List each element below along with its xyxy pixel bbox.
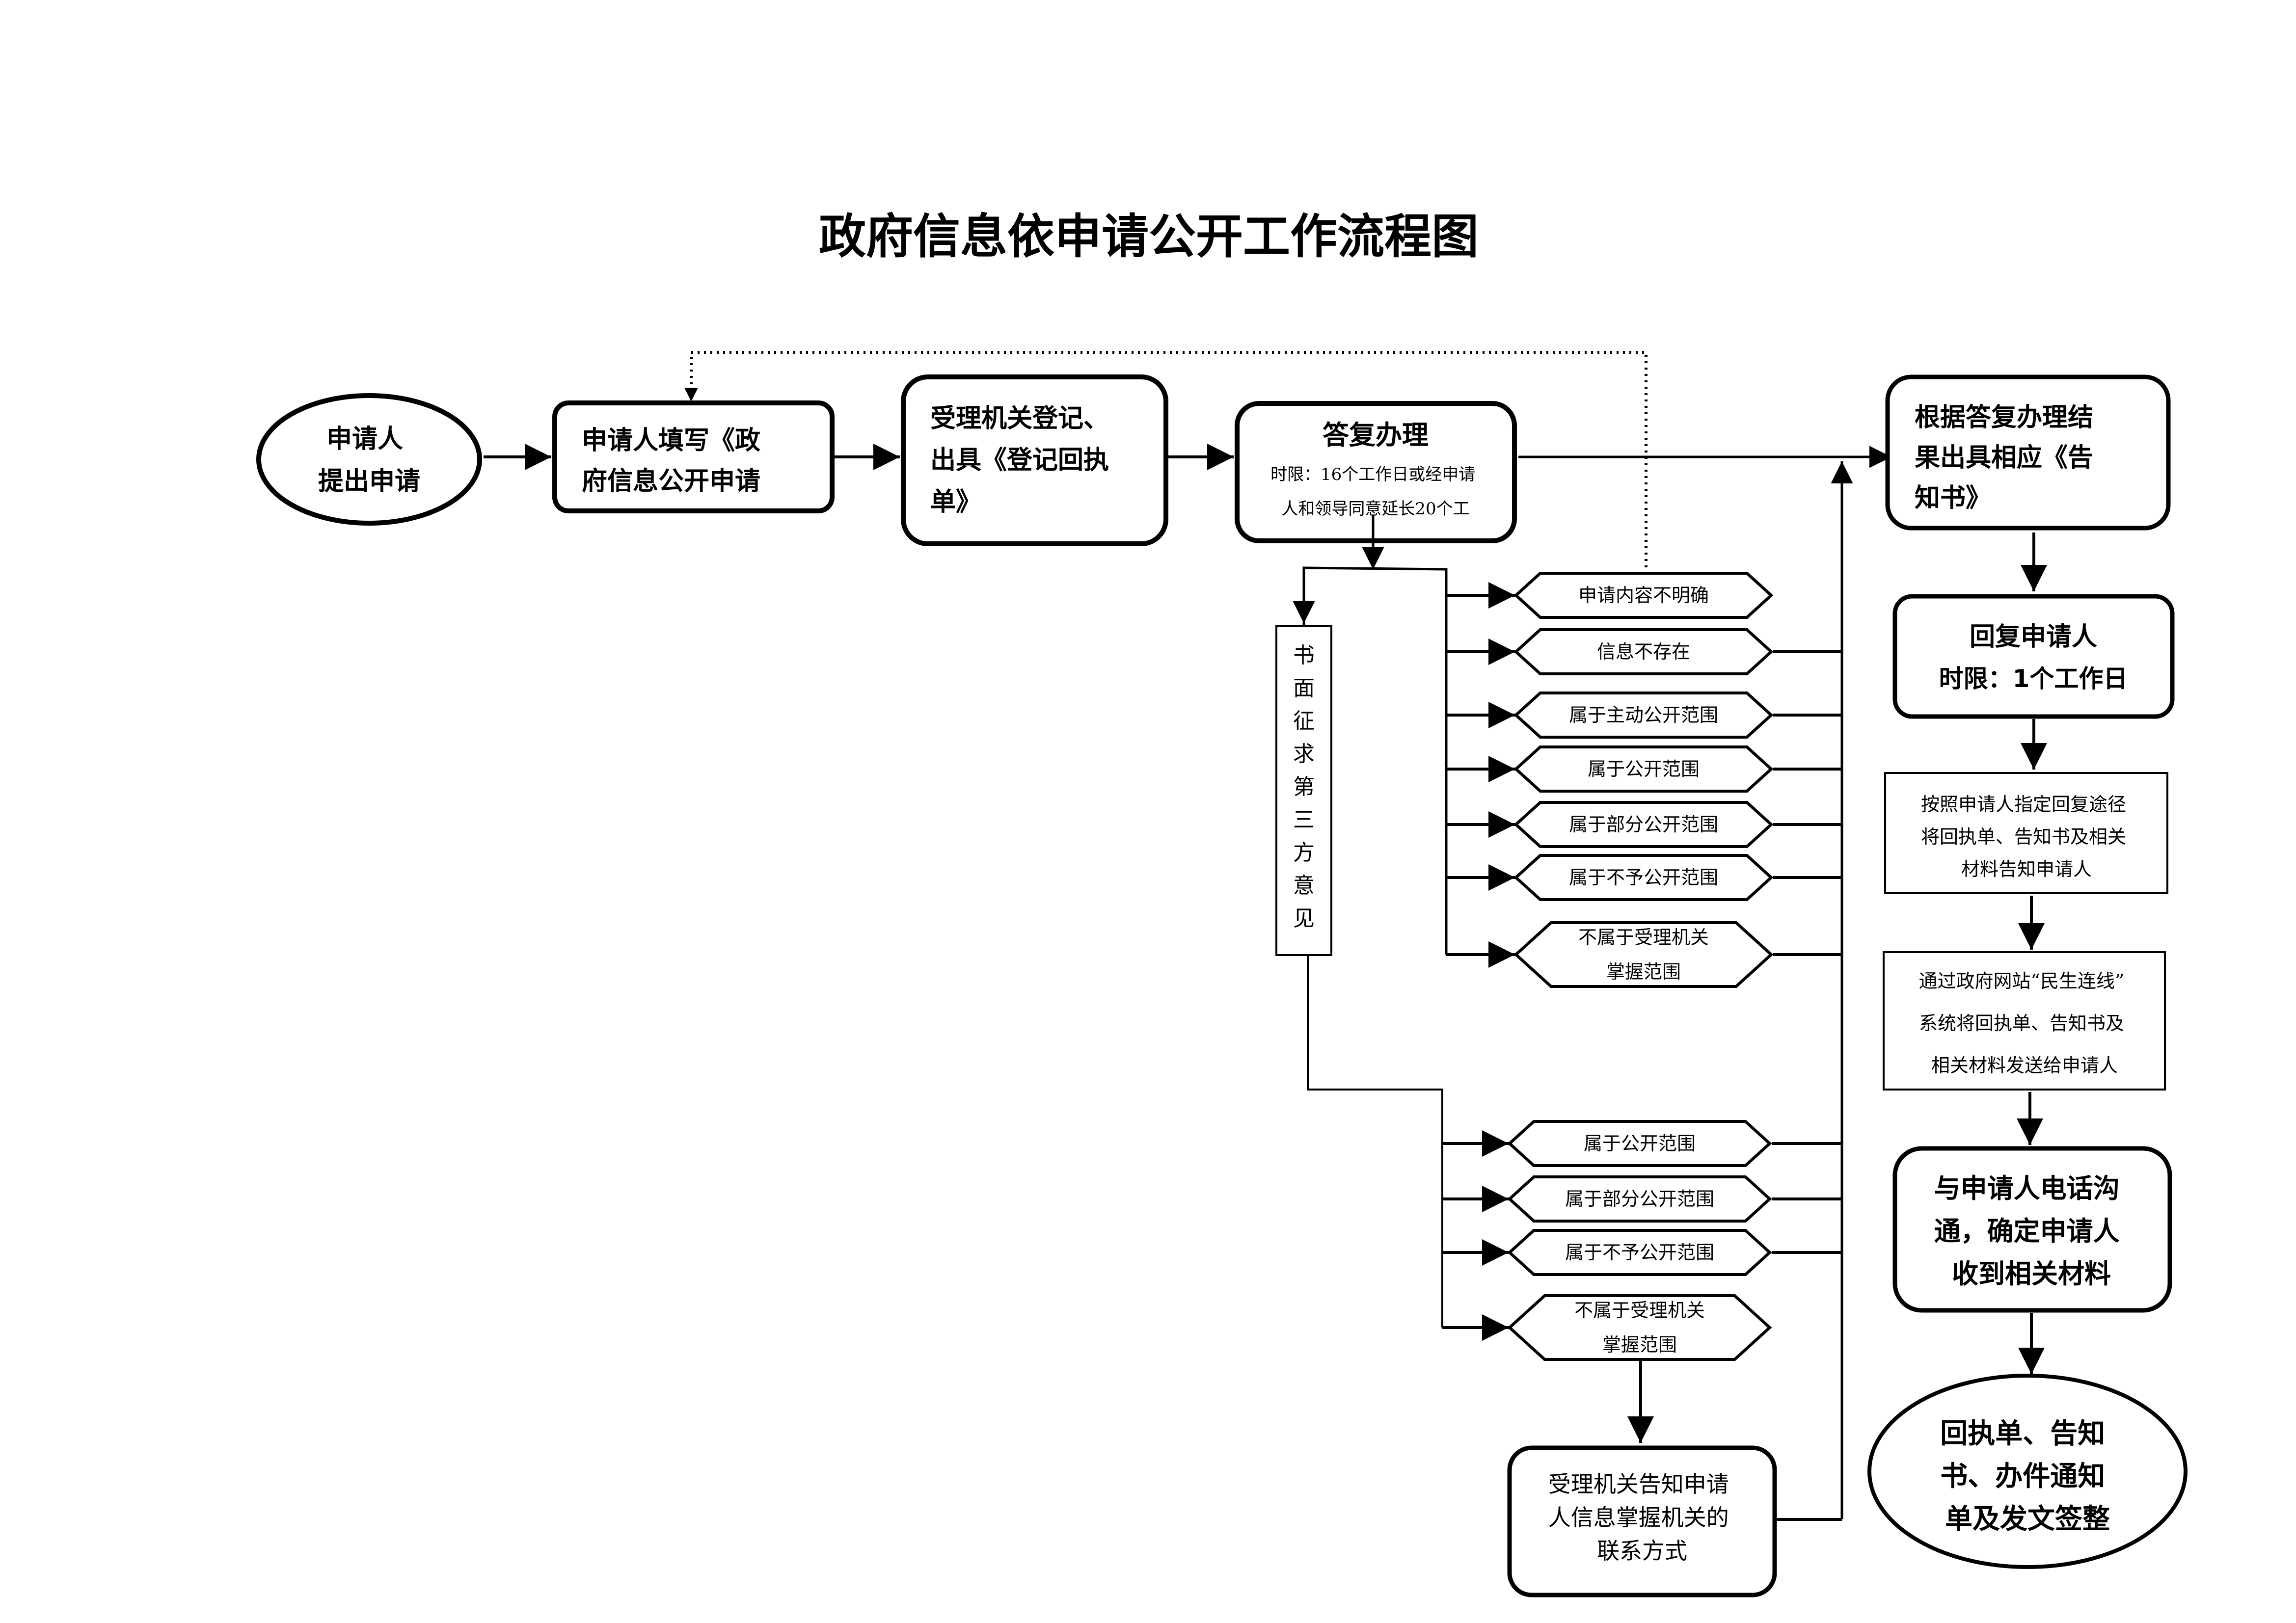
- reply-limit: 时限：16个工作日或经申请 人和领导同意延长20个工: [1270, 465, 1481, 519]
- lower-decision-hexagon: [1507, 1120, 1772, 1167]
- third-party-char: 求: [1293, 742, 1315, 767]
- third-party-char: 征: [1293, 709, 1315, 734]
- phone-box: [1892, 1146, 2172, 1313]
- upper-decision-label: 属于部分公开范围: [1569, 814, 1718, 835]
- notify-route-label: 按照申请人指定回复途径 将回执单、告知书及相关 材料告知申请人: [1921, 794, 2132, 880]
- reply-applicant-limit: 时限：1个工作日: [1939, 665, 2128, 693]
- fill-form-box: [552, 400, 835, 513]
- notify-route-box: [1884, 772, 2168, 894]
- upper-decision-hexagon: [1513, 801, 1774, 848]
- upper-decisions: 申请内容不明确信息不存在属于主动公开范围属于公开范围属于部分公开范围属于不予公开…: [1446, 572, 1842, 988]
- register-box: [901, 374, 1168, 546]
- third-party-char: 书: [1293, 643, 1315, 668]
- lower-decision-label: 不属于受理机关掌握范围: [1574, 1300, 1705, 1356]
- upper-decision-hexagon: [1513, 628, 1774, 675]
- inform-contact-box: [1507, 1445, 1777, 1597]
- register-label: 受理机关登记、 出具《登记回执 单》: [930, 404, 1118, 517]
- upper-decision-label: 信息不存在: [1597, 641, 1690, 663]
- upper-decision-label: 属于公开范围: [1588, 758, 1700, 780]
- upper-decision-hexagon: [1513, 921, 1774, 988]
- end-ellipse: [1867, 1374, 2188, 1569]
- third-party-char: 三: [1293, 807, 1315, 832]
- upper-decision-label: 属于主动公开范围: [1569, 704, 1718, 726]
- end-label: 回执单、告知 书、办件通知 单及发文签整: [1940, 1418, 2115, 1535]
- website-label: 通过政府网站“民生连线” 系统将回执单、告知书及 相关材料发送给申请人: [1919, 970, 2131, 1076]
- third-party-box: [1275, 625, 1332, 956]
- upper-decision-label: 属于不予公开范围: [1569, 867, 1718, 888]
- start-ellipse: [256, 393, 482, 526]
- reply-title: 答复办理: [1323, 420, 1429, 451]
- reply-applicant-box: [1892, 594, 2175, 719]
- third-party-char: 面: [1293, 676, 1315, 701]
- page-title: 政府信息依申请公开工作流程图: [819, 209, 1479, 264]
- website-box: [1883, 951, 2166, 1091]
- reply-box: [1235, 401, 1517, 543]
- lower-decision-hexagon: [1507, 1294, 1772, 1361]
- start-label: 申请人 提出申请: [318, 425, 420, 496]
- lower-decision-label: 属于部分公开范围: [1565, 1188, 1714, 1210]
- upper-decision-hexagon: [1513, 572, 1774, 619]
- upper-decision-label: 不属于受理机关掌握范围: [1578, 927, 1709, 983]
- branch-bus-lower: [1307, 955, 1443, 1328]
- reply-applicant-title: 回复申请人: [1970, 622, 2097, 652]
- feedback-arrowhead: [684, 388, 698, 401]
- fill-form-label: 申请人填写《政 府信息公开申请: [582, 426, 769, 496]
- issue-notice-label: 根据答复办理结 果出具相应《告 知书》: [1915, 403, 2102, 513]
- lower-decision-hexagon: [1507, 1175, 1772, 1223]
- third-party-char: 意: [1293, 873, 1315, 898]
- upper-decision-label: 申请内容不明确: [1578, 585, 1709, 606]
- issue-notice-box: [1885, 374, 2171, 531]
- upper-decision-hexagon: [1513, 692, 1774, 739]
- third-party-char: 方: [1293, 840, 1315, 865]
- third-party-char: 见: [1293, 906, 1315, 931]
- upper-decision-hexagon: [1513, 745, 1774, 793]
- third-party-char: 第: [1293, 774, 1315, 799]
- phone-label: 与申请人电话沟 通，确定申请人 收到相关材料: [1934, 1173, 2129, 1289]
- lower-decision-label: 属于不予公开范围: [1565, 1242, 1714, 1263]
- lower-decision-hexagon: [1507, 1229, 1772, 1276]
- upper-decision-hexagon: [1513, 854, 1774, 901]
- lower-decision-label: 属于公开范围: [1584, 1133, 1696, 1154]
- inform-contact-label: 受理机关告知申请 人信息掌握机关的 联系方式: [1548, 1471, 1736, 1564]
